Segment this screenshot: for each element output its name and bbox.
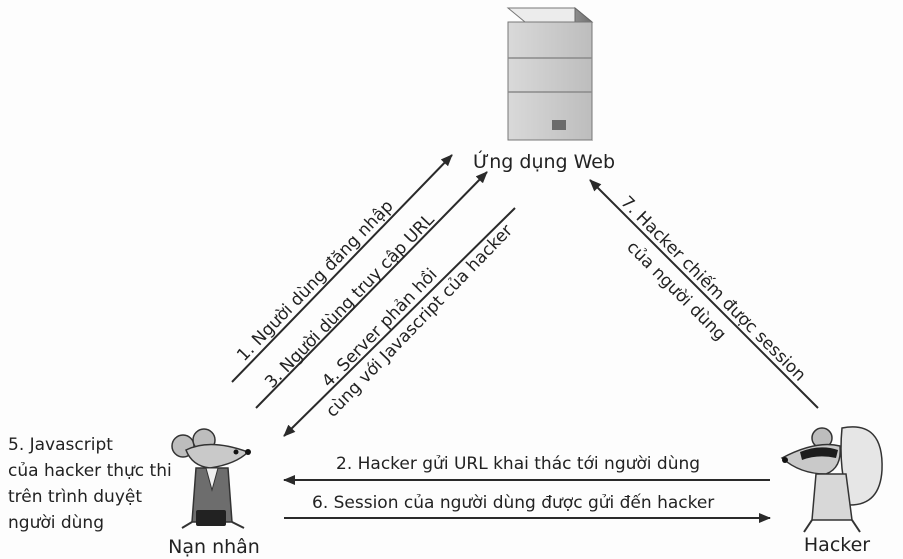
arrow-step-4 — [283, 207, 516, 437]
arrow-step-1 — [231, 154, 453, 383]
step-5-note: 5. Javascript của hacker thực thi trên t… — [8, 432, 183, 536]
arrow-step-3 — [255, 171, 488, 409]
step-5-line: trên trình duyệt — [8, 487, 142, 507]
server-icon — [506, 6, 594, 141]
step-5-line: 5. Javascript — [8, 435, 113, 455]
hacker-label: Hacker — [804, 534, 870, 556]
server-label: Ứng dụng Web — [473, 149, 615, 173]
step-2-label: 2. Hacker gửi URL khai thác tới người dù… — [336, 454, 700, 474]
step-7-label-a: 7. Hacker chiếm được session — [616, 192, 810, 386]
step-5-line: người dùng — [8, 513, 104, 533]
arrow-step-7 — [589, 179, 819, 409]
step-5-line: của hacker thực thi — [8, 461, 172, 481]
mouse-character-icon — [171, 428, 251, 529]
victim-label: Nạn nhân — [168, 536, 260, 558]
step-6-label: 6. Session của người dùng được gửi đến h… — [312, 492, 714, 513]
masked-mouse-hacker-icon — [780, 426, 883, 533]
